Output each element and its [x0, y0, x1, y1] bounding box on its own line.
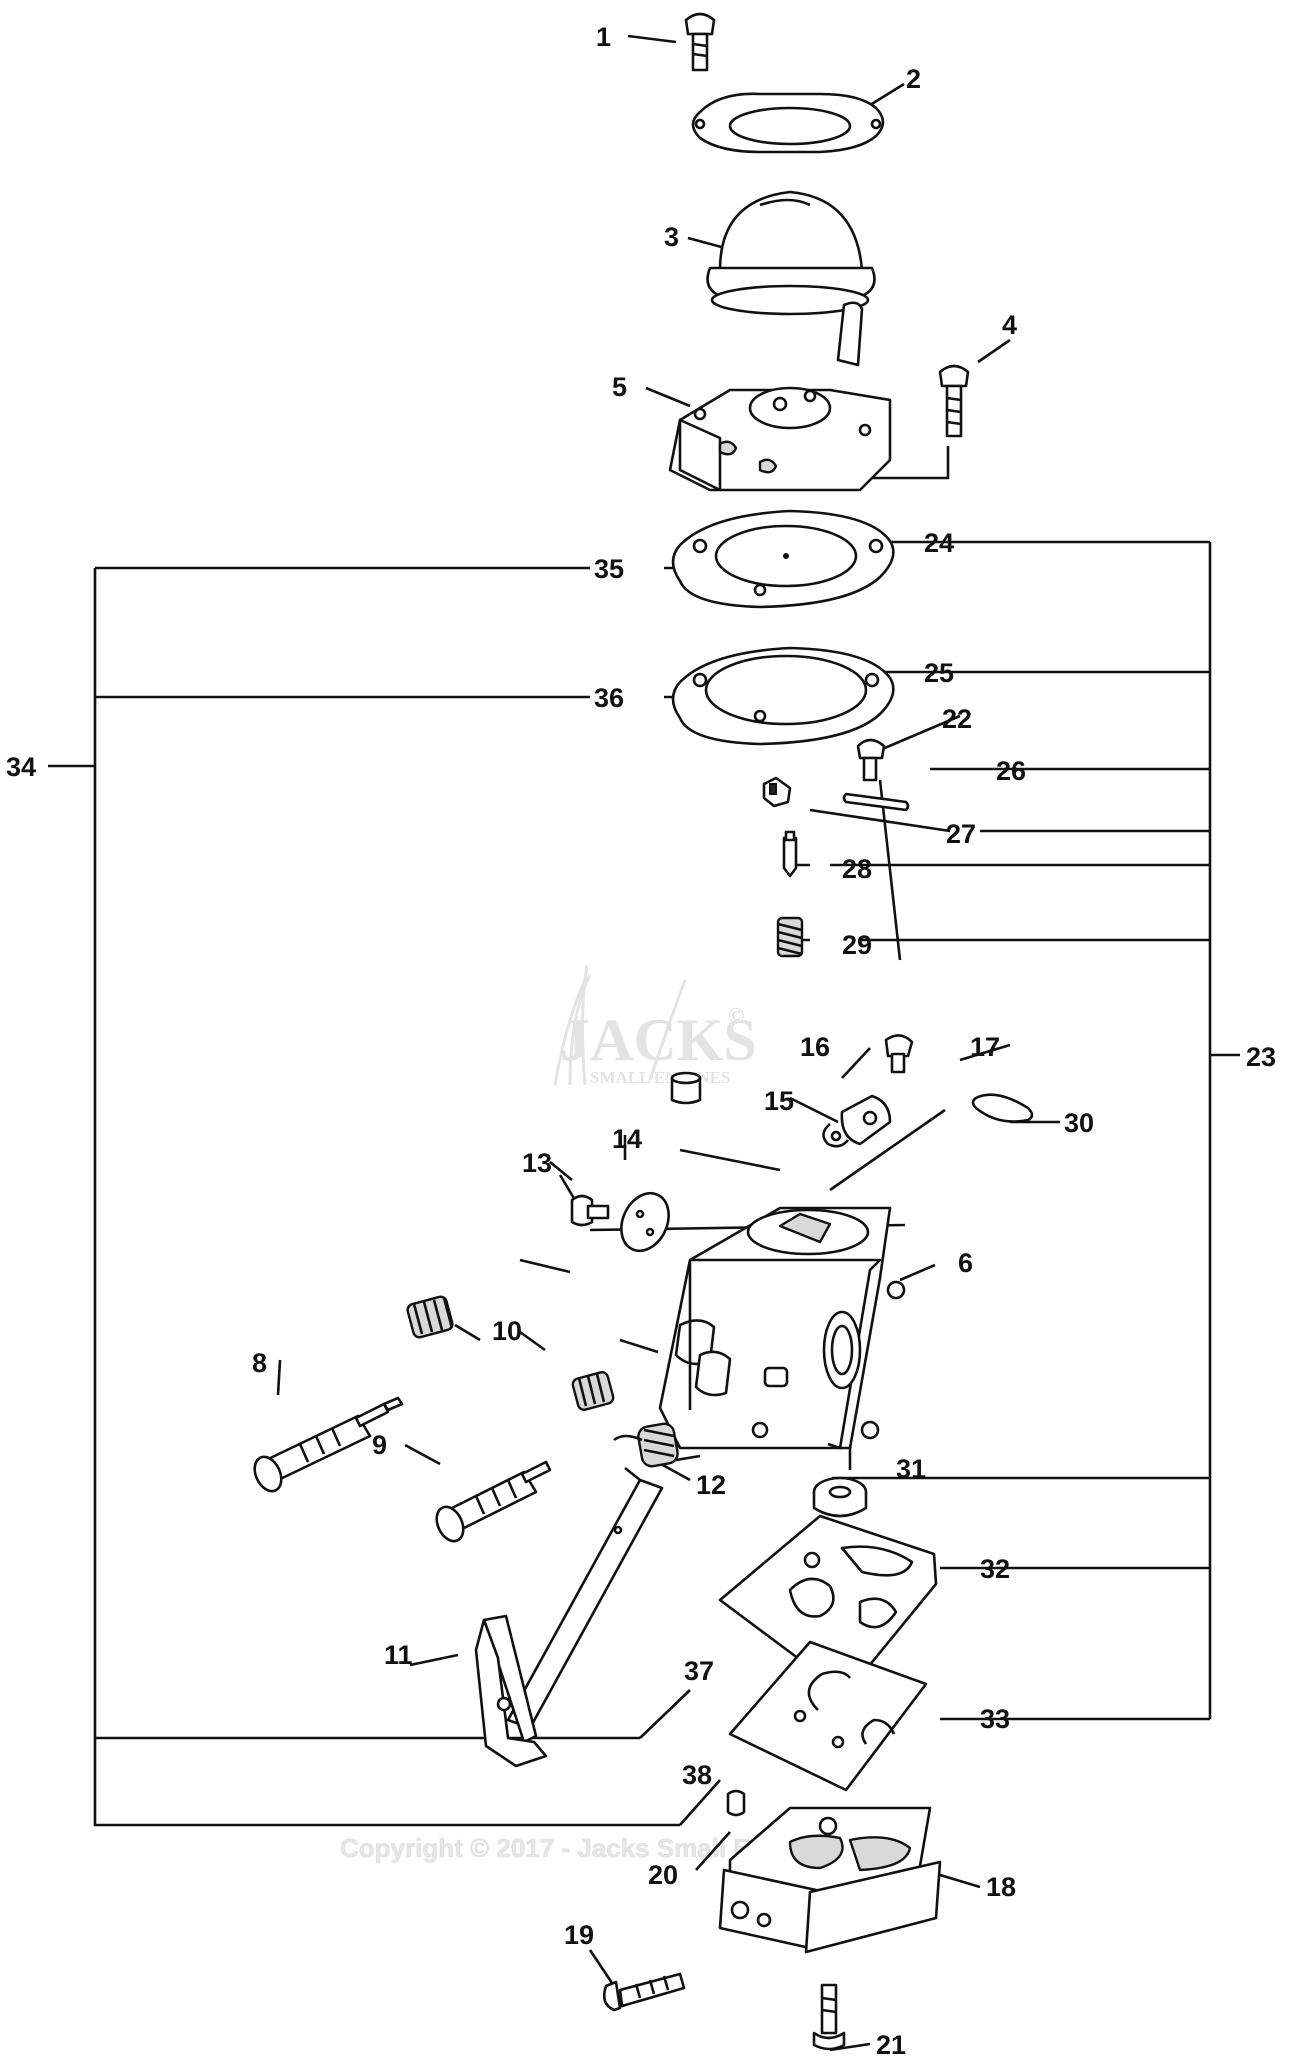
part-31-filter	[812, 1476, 868, 1518]
part-7-plug	[670, 1071, 702, 1105]
part-17-screw	[884, 1034, 914, 1074]
part-4-screw	[938, 364, 970, 438]
part-30-seal	[971, 1093, 1034, 1123]
part-26-pin	[842, 792, 910, 812]
label-27: 27	[946, 819, 976, 849]
watermark-registered-mark: ©	[728, 1003, 744, 1028]
label-22: 22	[942, 704, 972, 734]
label-12: 12	[696, 1470, 726, 1500]
part-22-screw	[856, 738, 886, 782]
label-26: 26	[996, 756, 1026, 786]
label-33: 33	[980, 1704, 1010, 1734]
label-5: 5	[612, 372, 627, 402]
part-35-diaphragm	[671, 509, 895, 609]
label-23: 23	[1246, 1042, 1276, 1072]
label-6: 6	[958, 1248, 973, 1278]
part-13-screw	[570, 1194, 610, 1227]
label-1: 1	[596, 22, 611, 52]
label-25: 25	[924, 658, 954, 688]
part-19-screw	[602, 1972, 686, 2012]
label-9: 9	[372, 1430, 387, 1460]
label-21: 21	[876, 2030, 906, 2060]
part-27-needle-lever	[762, 776, 792, 808]
part-6-carburetor-body	[658, 1206, 906, 1450]
label-18: 18	[986, 1872, 1016, 1902]
label-32: 32	[980, 1554, 1010, 1584]
part-10-spring-lower	[571, 1371, 615, 1411]
label-30: 30	[1064, 1108, 1094, 1138]
part-2-gasket	[691, 92, 885, 154]
label-8: 8	[252, 1348, 267, 1378]
part-18-pump-body	[718, 1806, 942, 1954]
label-3: 3	[664, 222, 679, 252]
part-28-inlet-needle	[782, 830, 798, 878]
label-2: 2	[906, 64, 921, 94]
label-38: 38	[682, 1760, 712, 1790]
label-15: 15	[764, 1086, 794, 1116]
part-15-clip	[822, 1123, 850, 1148]
part-14-throttle-plate	[620, 1191, 670, 1253]
label-34: 34	[6, 752, 36, 782]
kit-bracket-23	[1208, 542, 1240, 1719]
part-21-screw	[812, 1983, 846, 2051]
label-37: 37	[684, 1656, 714, 1686]
watermark-subtitle: SMALL ENGINES	[590, 1068, 730, 1087]
label-10: 10	[492, 1316, 522, 1346]
part-10-spring-upper	[406, 1295, 454, 1339]
part-8-idle-needle	[253, 1396, 404, 1493]
kit-bracket-34	[48, 566, 680, 1827]
part-33-diaphragm	[728, 1640, 928, 1792]
label-36: 36	[594, 683, 624, 713]
part-16-cam	[840, 1094, 892, 1146]
label-20: 20	[648, 1860, 678, 1890]
label-31: 31	[896, 1454, 926, 1484]
part-12-return-spring	[613, 1422, 701, 1468]
label-11: 11	[384, 1640, 413, 1670]
watermark-logo: JACKS © SMALL ENGINES	[553, 964, 757, 1087]
part-1-screw	[684, 12, 716, 72]
label-13: 13	[522, 1148, 552, 1178]
label-16: 16	[800, 1032, 830, 1062]
label-24: 24	[924, 528, 954, 558]
part-20-pin	[726, 1789, 746, 1817]
part-5-pump-cover	[668, 301, 892, 492]
label-35: 35	[594, 554, 624, 584]
part-36-gasket	[671, 646, 895, 746]
part-11-throttle-shaft	[474, 1478, 664, 1768]
label-19: 19	[564, 1920, 594, 1950]
label-28: 28	[842, 854, 872, 884]
part-29-spring	[776, 916, 804, 958]
part-9-main-needle	[435, 1460, 552, 1543]
part-3-primer-bulb	[706, 190, 876, 316]
label-29: 29	[842, 930, 872, 960]
label-14: 14	[612, 1124, 642, 1154]
label-4: 4	[1002, 310, 1017, 340]
watermark-brand: JACKS	[560, 1007, 757, 1073]
label-17: 17	[970, 1032, 1000, 1062]
callout-labels: 1 2 3 4 5 24 35 25 36 34 22 26 27 28 29 …	[6, 22, 1276, 2060]
